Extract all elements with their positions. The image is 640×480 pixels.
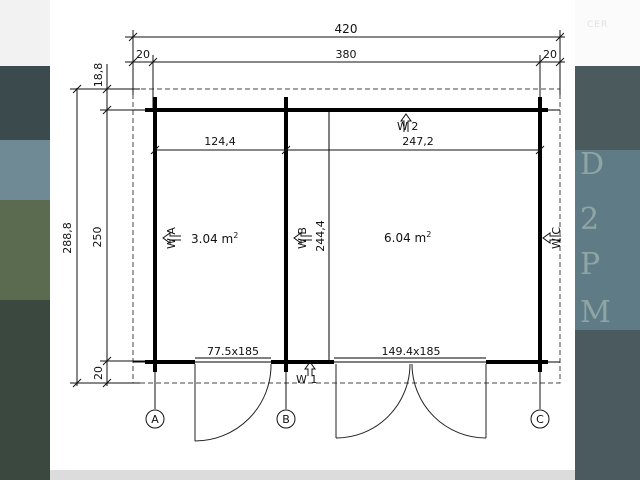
background-right-photo	[575, 0, 640, 480]
wall-thin-lines	[133, 109, 560, 363]
room-b-area-value: 6.04 m	[384, 231, 426, 245]
wall-label-wc: W C	[550, 227, 563, 249]
axis-label-b: B	[282, 413, 290, 426]
dim-bottom-wall: 20	[92, 366, 105, 380]
dim-inner-width: 380	[336, 48, 357, 61]
area-superscript: 2	[233, 231, 238, 240]
top-dimension-lines	[125, 30, 565, 110]
dim-top-offset: 18,8	[92, 63, 105, 88]
area-superscript: 2	[426, 230, 431, 239]
axis-lines	[154, 372, 541, 409]
room-a-area-value: 3.04 m	[191, 232, 233, 246]
background-letter: M	[580, 295, 611, 330]
floor-plan-sheet	[50, 0, 575, 470]
interior-dimension-lines	[150, 145, 545, 155]
axis-label-a: A	[151, 413, 159, 426]
room-b-area: 6.04 m2	[384, 230, 431, 245]
door-2-size: 149.4x185	[382, 345, 441, 358]
door-swings	[194, 363, 487, 442]
dim-total-depth: 288,8	[61, 222, 74, 254]
dim-room-b-width: 247,2	[402, 135, 434, 148]
wall-label-w2: W 2	[397, 120, 418, 133]
dim-wall-right: 20	[543, 48, 557, 61]
background-letter: 2	[580, 202, 600, 237]
wall-label-arrows	[162, 113, 561, 376]
dim-wall-left: 20	[136, 48, 150, 61]
background-cert-label: CER	[587, 20, 609, 30]
dim-room-depth: 244,4	[314, 220, 327, 252]
wall-label-wb: W B	[296, 227, 309, 249]
background-left-photo	[0, 0, 50, 480]
wall-label-w1: W 1	[296, 373, 317, 386]
background-letter: P	[580, 247, 601, 282]
background-letter: D	[580, 147, 605, 182]
room-a-area: 3.04 m2	[191, 231, 238, 246]
dim-total-width: 420	[335, 22, 358, 36]
dim-room-a-width: 124,4	[204, 135, 236, 148]
left-dimension-lines	[70, 64, 153, 388]
door-1-size: 77.5x185	[207, 345, 259, 358]
axis-label-c: C	[536, 413, 544, 426]
axis-circles	[145, 409, 550, 429]
bottom-strip	[50, 470, 575, 480]
dim-inner-depth: 250	[91, 227, 104, 248]
wall-label-wa: W A	[165, 227, 178, 249]
